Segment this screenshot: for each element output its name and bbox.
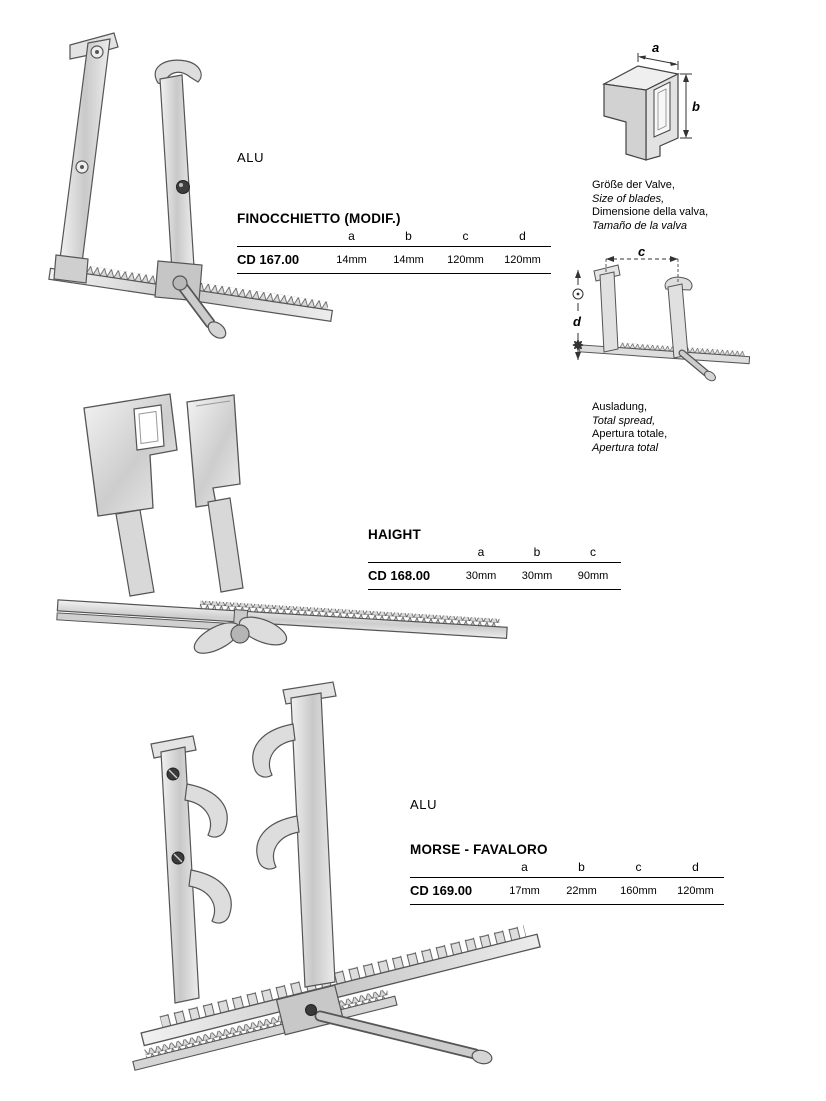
dimension-c: c [605,245,679,283]
product-code: CD 168.00 [368,568,431,583]
dim-label-d: d [573,314,582,329]
col-header-b: b [533,545,541,559]
value-a: 30mm [465,569,497,582]
blade-size-diagram: a b [602,40,700,161]
product-code: CD 169.00 [410,883,473,898]
lever-handle [305,1004,493,1065]
spec-header-row: a b c [368,545,621,563]
col-header-c: c [590,545,596,559]
wing-screw [193,609,288,654]
total-spread-diagram: c d [572,245,751,382]
col-header-b: b [578,860,585,874]
spec-header-row: a b c d [237,229,551,247]
dim-label-a: a [652,40,659,55]
total-spread-caption: Ausladung, Total spread, Apertura totale… [592,401,667,455]
dim-label-b: b [692,99,700,114]
col-header-a: a [348,229,355,243]
spec-header-row: a b c d [410,860,724,878]
mini-lever [678,349,716,382]
col-header-d: d [519,229,526,243]
finocchietto-illustration [48,32,334,339]
caption-line: Größe der Valve, [592,179,675,191]
spec-value-row: CD 168.00 30mm 30mm 90mm [368,563,621,590]
dimension-b: b [680,73,700,139]
value-b: 30mm [521,569,553,582]
col-header-a: a [477,545,485,559]
value-b: 14mm [393,253,424,266]
left-arm [53,32,119,284]
value-d: 120mm [677,884,714,897]
right-blade [186,394,244,593]
product-code: CD 167.00 [237,252,300,267]
right-arm [154,59,202,272]
value-c: 90mm [577,569,609,582]
mini-left-arm [593,264,621,353]
blade-size-caption: Größe der Valve, Size of blades, Dimensi… [592,179,708,233]
material-label-finocchietto: ALU [237,150,265,165]
spec-table-finocchietto: a b c d CD 167.00 14mm 14mm 120mm 120mm [237,229,551,274]
crank-handle [172,275,227,339]
product-title-finocchietto: FINOCCHIETTO (MODIF.) [237,211,401,226]
caption-line: Size of blades, [592,192,665,205]
main-rack-bar [140,925,541,1047]
caption-line: Total spread, [592,414,656,427]
col-header-a: a [521,860,528,874]
col-header-b: b [405,229,412,243]
caption-line: Dimensione della valva, [592,206,709,218]
spec-value-row: CD 167.00 14mm 14mm 120mm 120mm [237,247,551,274]
circle-dot-icon [572,288,584,300]
product-title-morse: MORSE - FAVALORO [410,842,548,857]
material-label-morse: ALU [410,797,438,812]
star-icon [572,339,584,351]
product-title-haight: HAIGHT [368,527,421,542]
caption-line: Apertura totale, [592,428,668,440]
left-blade [83,393,178,597]
right-arm [252,681,337,988]
haight-illustration [56,393,508,654]
blade-3d-shape [602,65,680,161]
col-header-c: c [635,860,642,874]
value-c: 120mm [447,253,484,266]
spec-value-row: CD 169.00 17mm 22mm 160mm 120mm [410,878,724,905]
col-header-c: c [462,229,469,243]
caption-line: Tamaño de la valva [592,219,687,232]
morse-favaloro-illustration [132,681,541,1071]
dim-label-c: c [638,245,646,259]
value-d: 120mm [504,253,541,266]
value-c: 160mm [620,884,657,897]
spec-table-morse: a b c d CD 169.00 17mm 22mm 160mm 120mm [410,860,724,905]
dimension-a: a [637,40,679,70]
spec-table-haight: a b c CD 168.00 30mm 30mm 90mm [368,545,621,590]
value-b: 22mm [566,884,597,897]
col-header-d: d [692,860,699,874]
left-arm [150,735,232,1004]
mini-right-arm [664,276,693,359]
caption-line: Apertura total [592,441,659,454]
value-a: 17mm [509,884,540,897]
caption-line: Ausladung, [592,401,648,413]
value-a: 14mm [336,253,367,266]
